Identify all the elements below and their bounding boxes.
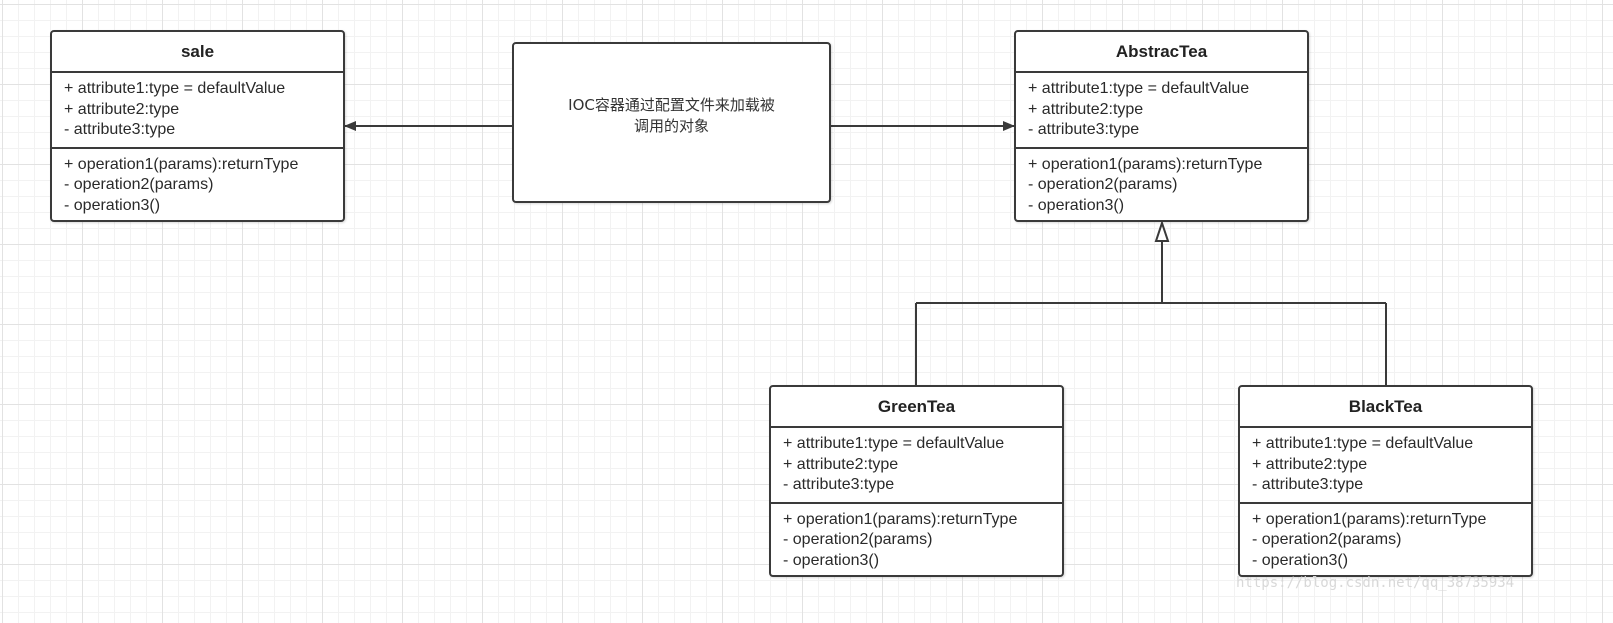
operations-compartment: + operation1(params):returnType - operat… (771, 504, 1062, 578)
note-text: IOC容器通过配置文件来加载被调用的对象 (568, 95, 775, 135)
attributes-compartment: + attribute1:type = defaultValue + attri… (1240, 428, 1531, 504)
class-abstractea[interactable]: AbstracTea + attribute1:type = defaultVa… (1014, 30, 1309, 222)
generalization-arrowhead (1154, 219, 1170, 242)
ioc-note-box[interactable]: IOC容器通过配置文件来加载被调用的对象 (512, 42, 831, 203)
class-sale[interactable]: sale + attribute1:type = defaultValue + … (50, 30, 345, 222)
operations-compartment: + operation1(params):returnType - operat… (1016, 149, 1307, 223)
attributes-compartment: + attribute1:type = defaultValue + attri… (771, 428, 1062, 504)
operation-row: + operation1(params):returnType (1252, 510, 1487, 528)
operation-row: - operation2(params) (783, 531, 933, 548)
attribute-row: + attribute1:type = defaultValue (1252, 435, 1474, 452)
class-blacktea[interactable]: BlackTea + attribute1:type = defaultValu… (1238, 385, 1533, 577)
operation-row: - operation2(params) (64, 176, 214, 193)
operation-row: + operation1(params):returnType (783, 510, 1018, 528)
attribute-row: + attribute2:type (64, 100, 180, 118)
class-name: sale (52, 32, 343, 73)
blog-watermark: https://blog.csdn.net/qq_38735934 (1236, 575, 1515, 591)
operation-row: - operation3() (1252, 551, 1349, 569)
attributes-compartment: + attribute1:type = defaultValue + attri… (52, 73, 343, 149)
attribute-row: - attribute3:type (783, 476, 895, 493)
attribute-row: - attribute3:type (64, 121, 176, 138)
operation-row: - operation2(params) (1028, 176, 1178, 193)
attribute-row: - attribute3:type (1028, 121, 1140, 138)
operations-compartment: + operation1(params):returnType - operat… (1240, 504, 1531, 578)
class-name: GreenTea (771, 387, 1062, 428)
attribute-row: + attribute1:type = defaultValue (783, 435, 1005, 452)
attributes-compartment: + attribute1:type = defaultValue + attri… (1016, 73, 1307, 149)
attribute-row: + attribute2:type (1028, 100, 1144, 118)
class-name: AbstracTea (1016, 32, 1307, 73)
operation-row: - operation3() (783, 551, 880, 569)
operation-row: - operation3() (64, 196, 161, 214)
class-greentea[interactable]: GreenTea + attribute1:type = defaultValu… (769, 385, 1064, 577)
attribute-row: + attribute2:type (783, 455, 899, 473)
inheritance-connector (915, 241, 1387, 385)
operation-row: - operation3() (1028, 196, 1125, 214)
operation-row: + operation1(params):returnType (64, 155, 299, 173)
operation-row: + operation1(params):returnType (1028, 155, 1263, 173)
operation-row: - operation2(params) (1252, 531, 1402, 548)
class-name: BlackTea (1240, 387, 1531, 428)
operations-compartment: + operation1(params):returnType - operat… (52, 149, 343, 223)
attribute-row: + attribute1:type = defaultValue (64, 80, 286, 97)
attribute-row: + attribute2:type (1252, 455, 1368, 473)
attribute-row: + attribute1:type = defaultValue (1028, 80, 1250, 97)
attribute-row: - attribute3:type (1252, 476, 1364, 493)
